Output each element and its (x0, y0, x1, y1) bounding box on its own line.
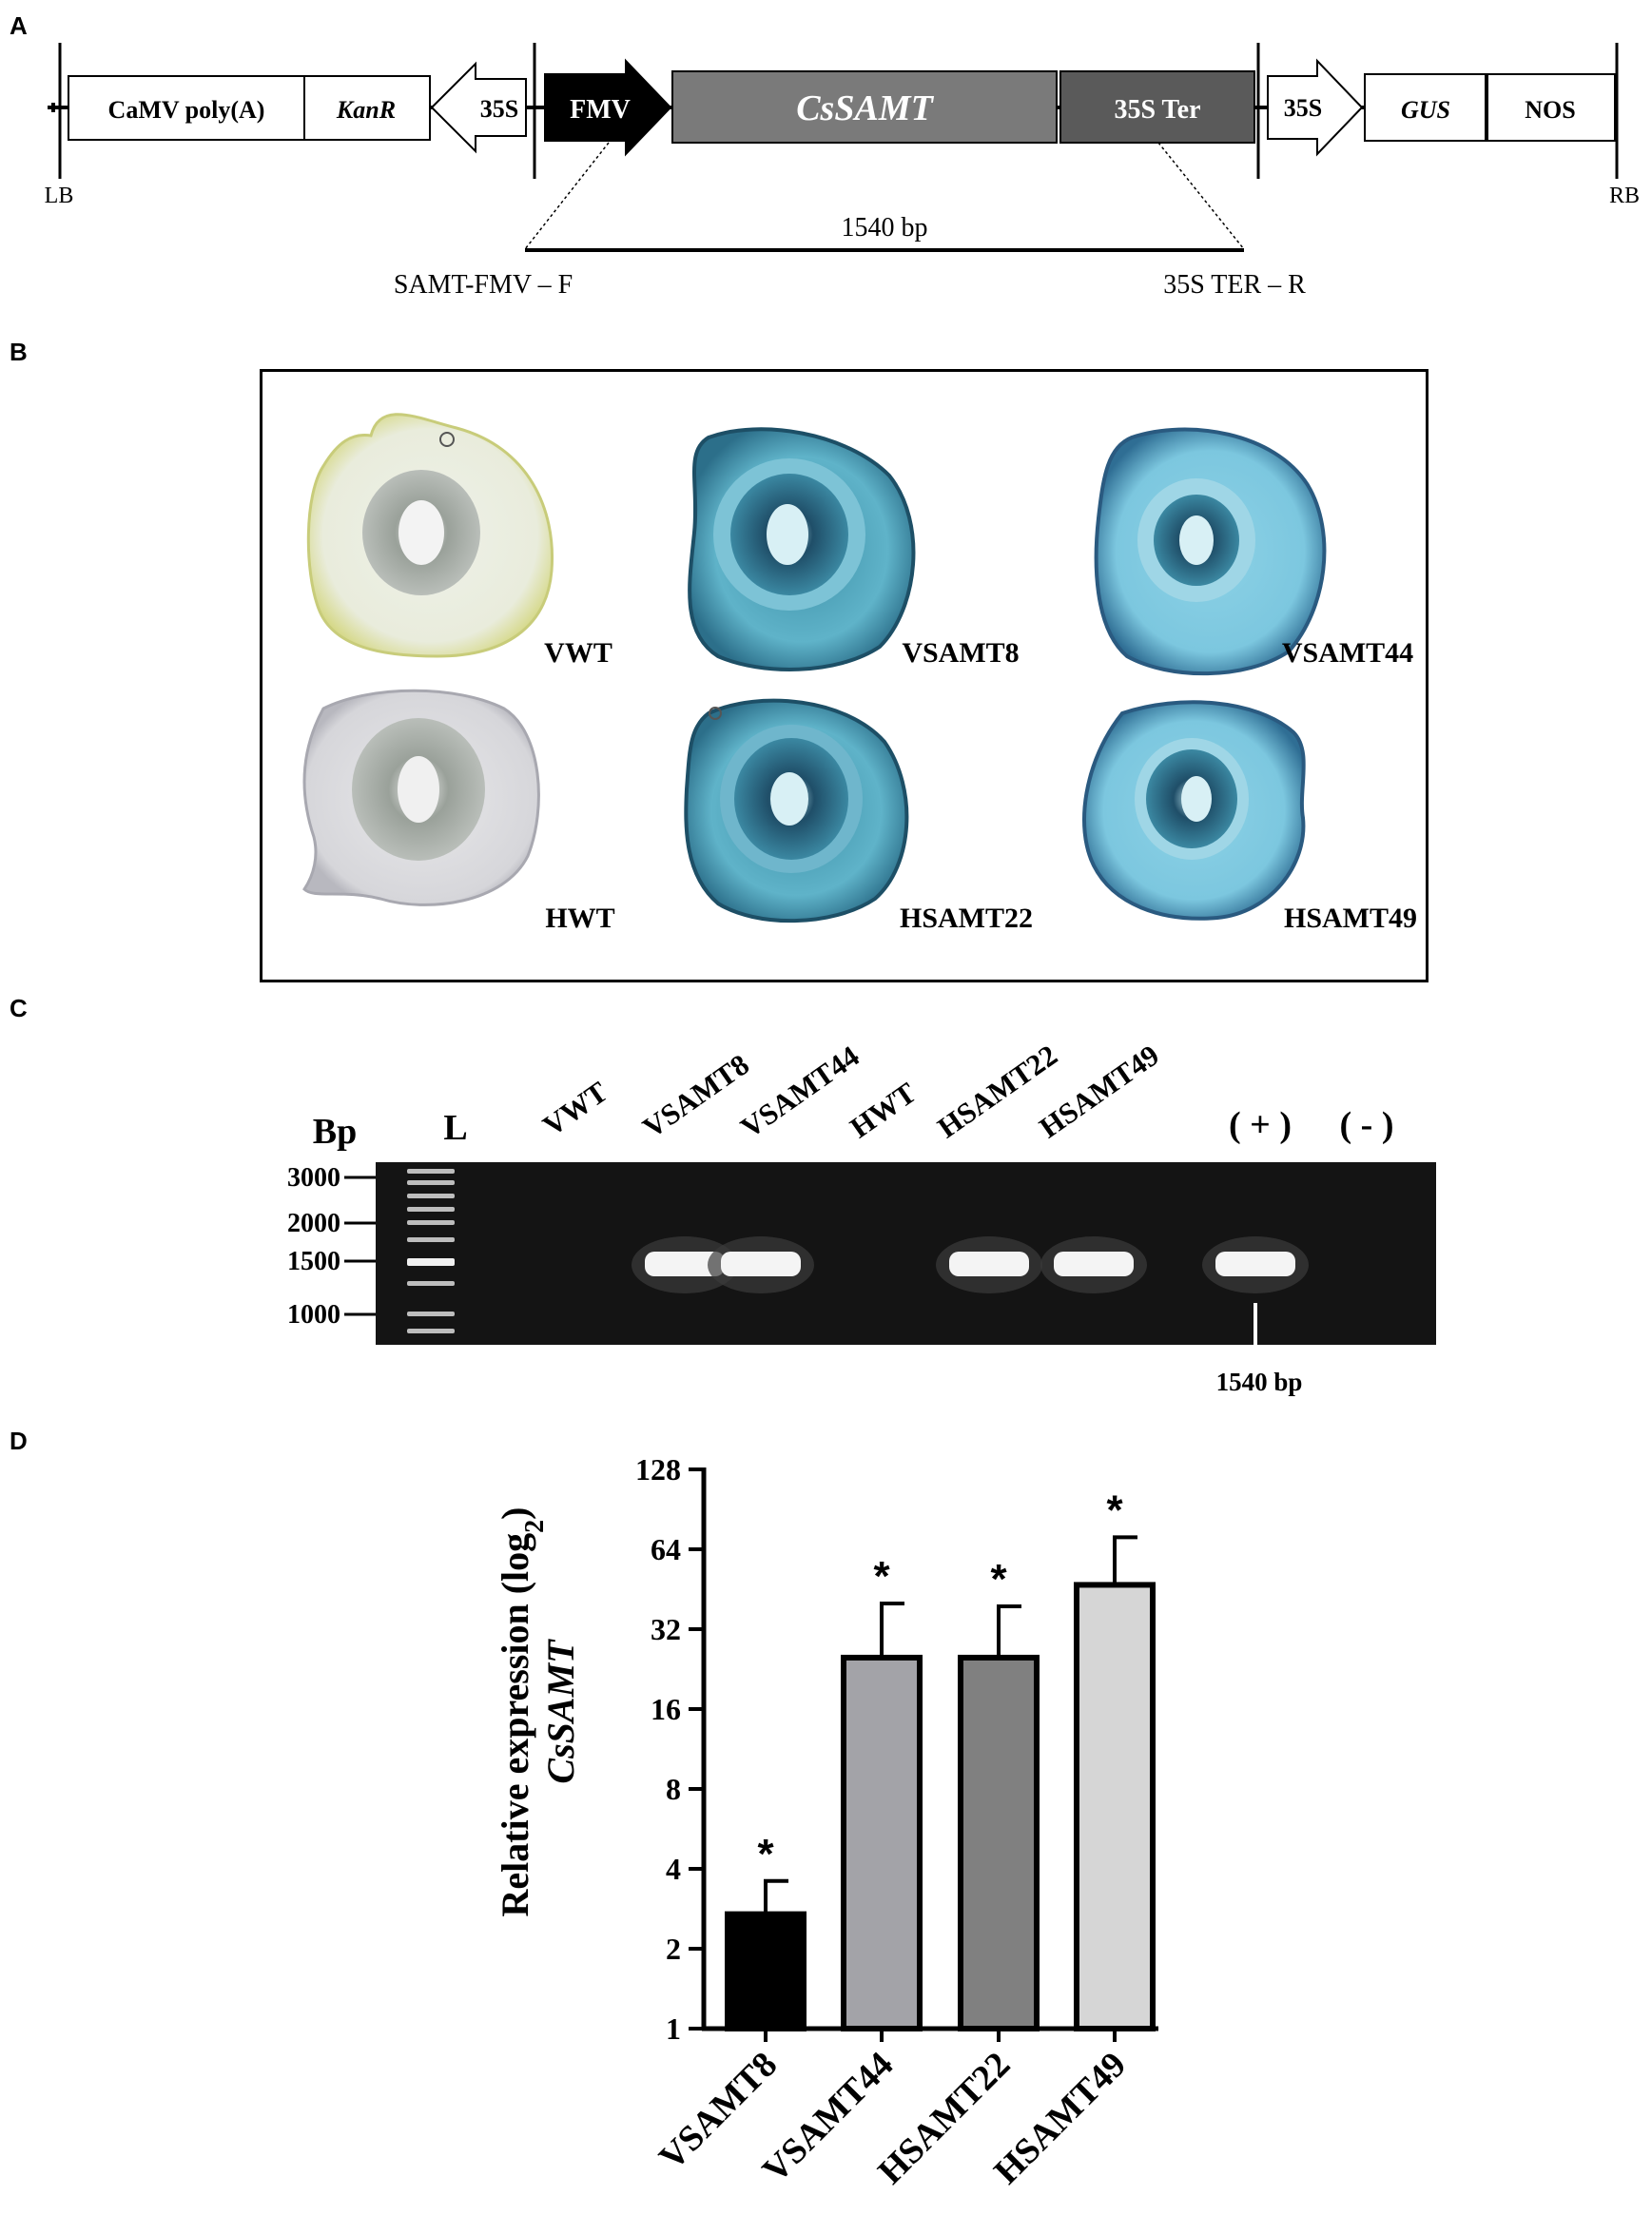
label-vsamt8: VSAMT8 (902, 637, 1019, 669)
panel-letter-d: D (10, 1427, 28, 1455)
significance-star: * (757, 1831, 774, 1877)
section-hwt (302, 689, 540, 906)
p35s-left-label: 35S (480, 95, 518, 123)
y-tick-label: 16 (651, 1692, 681, 1726)
ladder-label: L (443, 1108, 467, 1148)
promoter-35s-right-arrow (1267, 58, 1364, 157)
gel-band (949, 1252, 1029, 1276)
marker-size-label: 2000 (287, 1209, 340, 1238)
label-hsamt49: HSAMT49 (1284, 903, 1417, 934)
rb-label: RB (1609, 184, 1640, 208)
y-tick-label: 4 (666, 1852, 681, 1886)
gel-unit-label: Bp (313, 1112, 357, 1152)
ladder-band (407, 1312, 455, 1316)
pcr-gel-panel: Bp L 3000 2000 1500 1000 1540 bp ( + ) ( - … (287, 1105, 1436, 1396)
y-tick-label: 64 (651, 1532, 681, 1566)
bar-vsamt8 (725, 1911, 807, 2032)
marker-size-label: 1500 (287, 1247, 340, 1276)
camv-label: CaMV poly(A) (108, 96, 265, 124)
label-vsamt44: VSAMT44 (1282, 637, 1413, 669)
section-vsamt8 (688, 427, 916, 671)
terminator-box (1059, 70, 1255, 144)
gus-label: GUS (1401, 96, 1450, 124)
y-tick-label: 1 (666, 2012, 681, 2046)
y-tick-label: 2 (666, 1932, 681, 1966)
ladder-band (407, 1180, 455, 1185)
gus-staining-images: VWT VSAMT8 VSAMT44 HWT HSAMT22 HSAMT49 (302, 413, 1417, 934)
ter-label: 35S Ter (1114, 95, 1200, 125)
significance-star: * (873, 1553, 890, 1600)
significance-star: * (1106, 1487, 1123, 1533)
section-vsamt44 (1094, 427, 1327, 676)
promoter-35s-left-arrow (430, 61, 527, 154)
section-hsamt49 (1082, 700, 1306, 921)
bar-vsamt44 (841, 1654, 923, 2032)
primer-f-label: SAMT-FMV – F (394, 270, 573, 300)
panel-letter-c: C (10, 994, 28, 1022)
cssamt-gene-box (671, 70, 1058, 144)
ladder-band (407, 1220, 455, 1225)
kanr-label: KanR (336, 96, 396, 124)
ladder-band (407, 1329, 455, 1333)
lb-label: LB (45, 184, 74, 208)
panel-letter-b: B (10, 338, 28, 366)
gel-band (721, 1252, 801, 1276)
fmv-promoter-arrow (544, 58, 672, 157)
chart-ylabel-gene: CsSAMT (539, 1639, 582, 1784)
gus-staining-frame (260, 369, 1428, 982)
ladder-band (407, 1194, 455, 1198)
y-tick-label: 8 (666, 1772, 681, 1806)
label-hsamt22: HSAMT22 (900, 903, 1033, 934)
primer-r-label: 35S TER – R (1163, 270, 1306, 300)
label-hwt: HWT (545, 903, 614, 934)
nos-label: NOS (1525, 96, 1575, 124)
lane-label-positive: ( + ) (1229, 1105, 1292, 1145)
y-tick-label: 32 (651, 1612, 681, 1646)
cssamt-label: CsSAMT (796, 88, 934, 128)
fmv-label: FMV (570, 95, 631, 125)
marker-size-label: 3000 (287, 1163, 340, 1193)
p35s-right-label: 35S (1284, 94, 1322, 122)
ladder-band (407, 1281, 455, 1286)
bar-hsamt49 (1074, 1582, 1156, 2031)
ladder-band (407, 1237, 455, 1242)
ladder-band (407, 1258, 455, 1266)
significance-star: * (990, 1556, 1007, 1603)
y-tick-label: 128 (635, 1452, 681, 1487)
panel-letter-a: A (10, 11, 28, 40)
gel-band (1215, 1252, 1295, 1276)
section-vwt (306, 413, 554, 658)
gel-band (645, 1252, 725, 1276)
ladder-band (407, 1207, 455, 1212)
camv-kanr-box (68, 75, 431, 141)
chart-ylabel: Relative expression (log2) (494, 1507, 550, 1917)
marker-size-label: 1000 (287, 1300, 340, 1330)
gus-nos-box (1364, 73, 1616, 142)
lane-label-negative: ( - ) (1340, 1105, 1394, 1145)
section-hsamt22 (684, 698, 909, 923)
ladder-band (407, 1169, 455, 1174)
construct-map: CaMV poly(A) KanR 35S FMV CsSAMT 35S Ter… (45, 43, 1640, 300)
amplicon-label: 1540 bp (842, 213, 928, 243)
bar-hsamt22 (958, 1654, 1040, 2032)
gel-band (1054, 1252, 1134, 1276)
label-vwt: VWT (544, 637, 612, 669)
band-size-label: 1540 bp (1216, 1368, 1303, 1396)
